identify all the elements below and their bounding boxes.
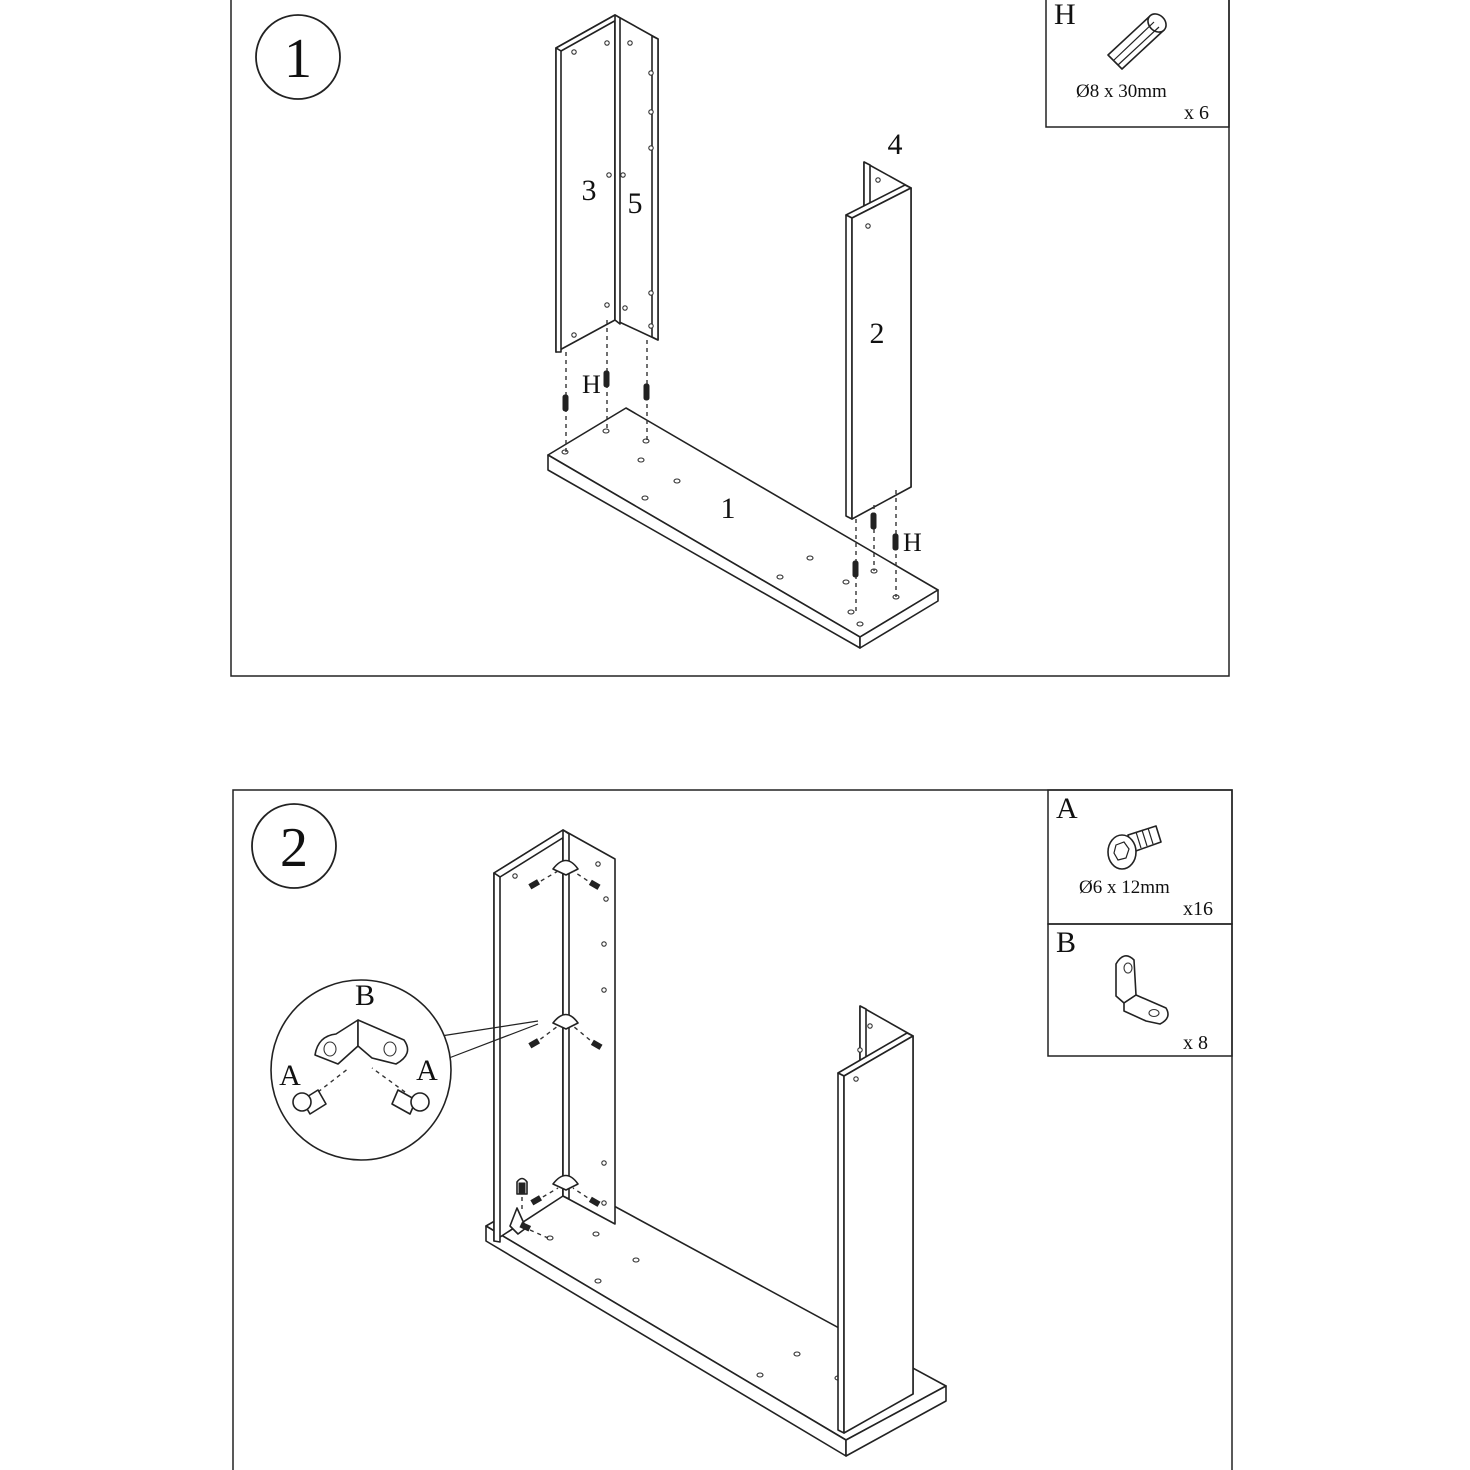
hardware-letter-h: H	[1054, 0, 1076, 31]
detail-label-screw-left: A	[279, 1059, 301, 1092]
part-label-3: 3	[582, 174, 597, 207]
dowel-icon	[562, 394, 569, 412]
detail-label-bracket: B	[355, 979, 375, 1012]
step-1-number: 1	[284, 28, 312, 90]
bracket-detail-callout: B A A	[270, 979, 539, 1161]
dowel-callout-left: H	[582, 370, 601, 399]
side-panel-2-assembled	[837, 1005, 914, 1434]
hardware-qty-b: x 8	[1183, 1032, 1208, 1054]
hardware-box-a: A Ø6 x 12mm x16	[1047, 789, 1233, 925]
part-label-5: 5	[628, 187, 643, 220]
wooden-dowel-icon	[1107, 13, 1167, 70]
part-label-2: 2	[870, 317, 885, 350]
left-dowel-guides	[562, 320, 650, 452]
hex-bolt-icon	[530, 1195, 543, 1206]
part-label-4: 4	[888, 128, 903, 161]
angle-bracket-icon	[509, 859, 579, 1235]
corner-panel-3-5	[555, 14, 659, 353]
dowel-icon	[852, 560, 859, 578]
step-2-number-circle	[251, 803, 337, 889]
step-2-number: 2	[280, 817, 308, 879]
side-panel-2	[845, 161, 912, 520]
panel-holes-2	[512, 861, 609, 1206]
angle-bracket-icon	[314, 1019, 409, 1065]
hex-bolt-icon	[292, 1089, 327, 1115]
hex-bolt-icon	[588, 1196, 601, 1207]
dowel-icon	[870, 512, 877, 530]
hardware-box-h: H Ø8 x 30mm x 6	[1045, 0, 1230, 128]
dowel-icon	[603, 370, 610, 388]
hardware-qty-h: x 6	[1184, 102, 1209, 124]
step-1-number-circle	[255, 14, 341, 100]
hex-bolt-icon	[1107, 825, 1162, 870]
hex-bolt-icon	[528, 879, 541, 890]
hardware-letter-b: B	[1056, 926, 1076, 959]
hardware-spec-a: Ø6 x 12mm	[1079, 877, 1170, 898]
panel-3-5-holes	[571, 40, 654, 338]
dowel-callout-right: H	[903, 528, 922, 557]
step-2-panel: 2 A Ø6 x 12mm x16 B	[232, 789, 1233, 1470]
hardware-box-b: B x 8	[1047, 923, 1233, 1057]
detail-label-screw-right: A	[416, 1054, 438, 1087]
hardware-qty-a: x16	[1183, 898, 1213, 920]
angle-bracket-icon	[1115, 955, 1169, 1025]
right-dowel-guides	[852, 490, 899, 612]
hardware-spec-h: Ø8 x 30mm	[1076, 81, 1167, 102]
hex-bolt-icon	[518, 1182, 526, 1194]
corner-panel-assembled	[493, 829, 616, 1243]
hex-bolt-icon	[590, 1039, 603, 1050]
step-1-panel: 1 H Ø8 x 30mm x 6	[230, 0, 1230, 677]
part-label-1: 1	[721, 492, 736, 525]
base-panel-1	[547, 407, 939, 649]
screw-guides	[518, 870, 603, 1239]
hex-bolt-icon	[391, 1089, 430, 1115]
hex-bolt-icon	[528, 1038, 541, 1049]
dowel-icon	[643, 383, 650, 401]
base-panel-1-assembled	[485, 1179, 947, 1457]
dowel-icon	[892, 533, 899, 551]
hardware-letter-a: A	[1056, 792, 1078, 825]
hex-bolt-icon	[588, 879, 601, 890]
hex-bolt-icon	[519, 1221, 532, 1232]
